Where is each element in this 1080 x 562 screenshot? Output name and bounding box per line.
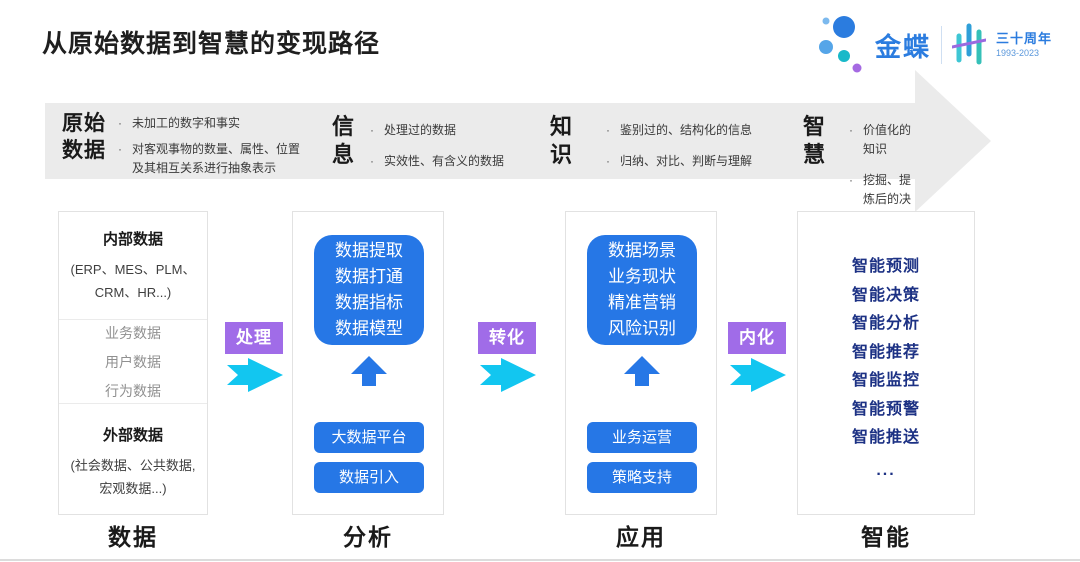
stage-raw-data: 原始 数据 · 未加工的数字和事实 · 对客观事物的数量、属性、位置及其相互关系… [62, 110, 314, 185]
data-types-section: 业务数据 用户数据 行为数据 [59, 320, 207, 404]
list-item-more: ... [876, 461, 896, 479]
data-import-button: 数据引入 [314, 462, 424, 493]
stage-knowledge-bullet-2: 归纳、对比、判断与理解 [620, 154, 753, 168]
column-label-intelligence: 智能 [861, 524, 911, 550]
stage-information-bullet-1: 处理过的数据 [384, 123, 457, 137]
stage-information-name: 信 息 [332, 114, 355, 167]
external-data-section: 外部数据 (社会数据、公共数据, 宏观数据...) [59, 404, 207, 514]
bullet-icon: · [606, 123, 611, 137]
stage-raw-bullet-2: 对客观事物的数量、属性、位置及其相互关系进行抽象表示 [132, 142, 301, 175]
application-scenarios-box: 数据场景 业务现状 精准营销 风险识别 [587, 235, 697, 345]
bullet-icon: · [118, 116, 122, 130]
stage-wisdom: 智 慧 · 价值化的知识 · 挖掘、提炼后的决策能力 [803, 113, 917, 240]
connector-internalize-label: 内化 [728, 322, 786, 354]
up-arrow-icon [351, 356, 387, 386]
bullet-icon: · [370, 154, 375, 168]
bullet-icon: · [606, 154, 611, 168]
connector-transform-label: 转化 [478, 322, 536, 354]
column-label-analysis: 分析 [343, 524, 393, 550]
bullet-icon: · [849, 123, 854, 137]
intelligence-list: 智能预测 智能决策 智能分析 智能推荐 智能监控 智能预警 智能推送 ... [798, 212, 974, 485]
anniversary-mark-icon [950, 19, 988, 72]
list-item: 智能分析 [851, 315, 920, 332]
process-arrow-head [915, 70, 991, 212]
list-item: 智能预警 [851, 400, 920, 418]
right-arrow-icon [480, 358, 536, 392]
application-column: 数据场景 业务现状 精准营销 风险识别 业务运营 策略支持 [565, 211, 717, 515]
analysis-capabilities-box: 数据提取 数据打通 数据指标 数据模型 [314, 235, 424, 345]
bullet-icon: · [118, 142, 122, 156]
right-arrow-icon [227, 358, 283, 392]
stage-knowledge-name: 知 识 [550, 114, 573, 167]
business-operation-button: 业务运营 [587, 422, 697, 453]
data-type-behavior: 行为数据 [105, 382, 161, 399]
process-arrow-band: 原始 数据 · 未加工的数字和事实 · 对客观事物的数量、属性、位置及其相互关系… [45, 103, 917, 225]
internal-data-systems: (ERP、MES、PLM、 CRM、HR...) [70, 262, 196, 300]
external-data-title: 外部数据 [102, 427, 163, 444]
kingdee-logo: 金蝶 三十周年 1993-2023 [817, 14, 1052, 76]
stage-wisdom-name: 智 慧 [803, 114, 826, 167]
internal-data-section: 内部数据 (ERP、MES、PLM、 CRM、HR...) [59, 212, 207, 320]
list-item: 智能推荐 [851, 343, 920, 361]
page-title: 从原始数据到智慧的变现路径 [42, 30, 381, 58]
analysis-column: 数据提取 数据打通 数据指标 数据模型 大数据平台 数据引入 [292, 211, 444, 515]
column-label-data: 数据 [108, 524, 158, 550]
data-type-business: 业务数据 [105, 324, 161, 341]
logo-divider [940, 26, 942, 64]
list-item: 智能预测 [851, 258, 920, 275]
up-arrow-icon [624, 356, 660, 386]
big-data-platform-button: 大数据平台 [314, 422, 424, 453]
list-item: 智能推送 [851, 429, 920, 446]
internal-data-title: 内部数据 [102, 231, 163, 248]
bullet-icon: · [370, 123, 375, 137]
strategy-support-button: 策略支持 [587, 462, 697, 493]
slide-bottom-border [0, 559, 1080, 561]
external-data-systems: (社会数据、公共数据, 宏观数据...) [70, 458, 196, 496]
stage-knowledge: 知 识 · 鉴别过的、结构化的信息 · 归纳、对比、判断与理解 [550, 113, 752, 183]
connector-process-label: 处理 [225, 322, 283, 354]
stage-wisdom-bullet-1: 价值化的知识 [863, 123, 912, 156]
kingdee-brand-text: 金蝶 [874, 31, 931, 62]
anniversary-text: 三十周年 1993-2023 [996, 31, 1052, 59]
column-label-application: 应用 [616, 524, 666, 550]
data-type-user: 用户数据 [105, 353, 161, 370]
stage-information-bullet-2: 实效性、有含义的数据 [384, 154, 505, 168]
anniversary-years: 1993-2023 [995, 47, 1040, 58]
stage-raw-bullet-1: 未加工的数字和事实 [132, 116, 241, 130]
anniversary-label: 三十周年 [995, 31, 1052, 47]
stage-raw-data-name: 原始 数据 [62, 112, 106, 162]
right-arrow-icon [730, 358, 786, 392]
list-item: 智能决策 [851, 286, 920, 304]
list-item: 智能监控 [851, 372, 920, 389]
stage-knowledge-bullet-1: 鉴别过的、结构化的信息 [620, 123, 753, 137]
intelligence-column: 智能预测 智能决策 智能分析 智能推荐 智能监控 智能预警 智能推送 ... [797, 211, 975, 515]
stage-information: 信 息 · 处理过的数据 · 实效性、有含义的数据 [332, 113, 504, 183]
bullet-icon: · [849, 173, 854, 187]
data-column: 内部数据 (ERP、MES、PLM、 CRM、HR...) 业务数据 用户数据 … [58, 211, 208, 515]
kingdee-dots-icon [817, 12, 865, 79]
